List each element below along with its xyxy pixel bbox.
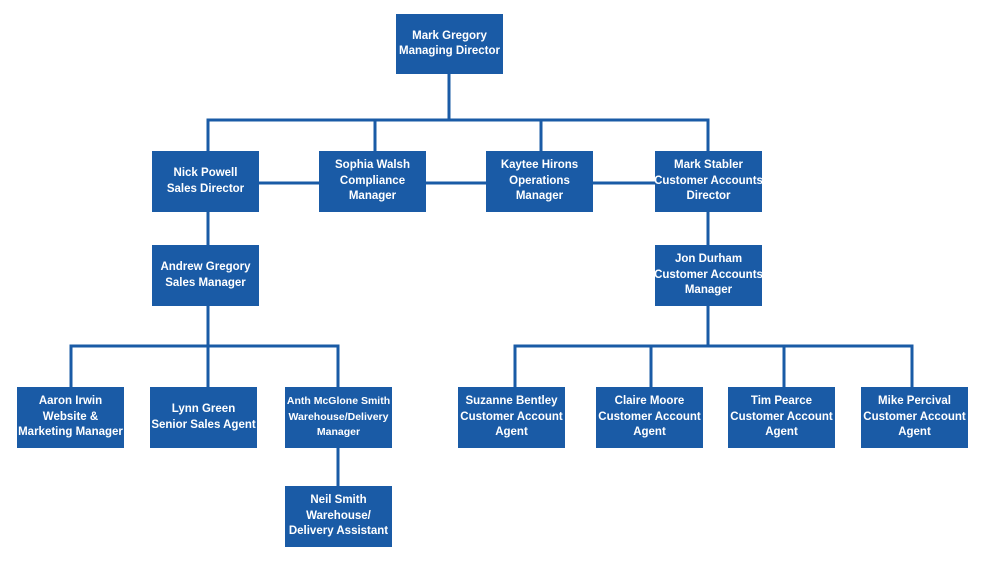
node-title: Operations [509,174,570,187]
node-name: Suzanne Bentley [465,395,558,408]
node-name: Lynn Green [171,403,236,415]
node-lynn-green[interactable]: Lynn Green Senior Sales Agent [150,387,257,448]
node-name: Tim Pearce [750,395,813,408]
node-title: Sales Manager [165,276,246,289]
node-anth-mcglone-smith[interactable]: Anth McGlone Smith Warehouse/Delivery Ma… [285,387,392,448]
node-name: Aaron Irwin [38,395,103,408]
node-name: Mark Stabler [673,159,744,172]
node-mark-stabler[interactable]: Mark Stabler Customer Accounts Director [654,151,763,212]
node-title: Warehouse/Delivery [288,410,389,423]
node-name: Claire Moore [614,395,685,408]
node-title: Customer Account [863,410,966,423]
node-title: Customer Accounts [654,268,763,281]
node-nick-powell[interactable]: Nick Powell Sales Director [152,151,259,212]
node-title: Agent [633,426,666,439]
node-title: Manager [316,426,361,439]
node-title: Agent [898,426,931,439]
node-name: Neil Smith [310,494,367,507]
node-name: Nick Powell [173,167,238,179]
node-title: Customer Account [598,410,701,423]
node-name: Kaytee Hirons [500,159,579,172]
node-claire-moore[interactable]: Claire Moore Customer Account Agent [596,387,703,448]
node-title: Warehouse/ [306,509,371,522]
node-neil-smith[interactable]: Neil Smith Warehouse/ Delivery Assistant [285,486,392,547]
node-kaytee-hirons[interactable]: Kaytee Hirons Operations Manager [486,151,593,212]
node-title: Customer Account [460,410,563,423]
node-andrew-gregory[interactable]: Andrew Gregory Sales Manager [152,245,259,306]
node-mark-gregory[interactable]: Mark Gregory Managing Director [396,14,503,74]
node-title: Marketing Manager [18,426,123,439]
node-name: Anth McGlone Smith [286,395,391,408]
node-title: Manager [515,190,564,203]
node-title: Manager [684,284,733,297]
node-title: Senior Sales Agent [151,418,256,431]
node-title: Managing Director [399,45,500,57]
node-title: Customer Account [730,410,833,423]
node-name: Jon Durham [674,253,743,266]
node-sophia-walsh[interactable]: Sophia Walsh Compliance Manager [319,151,426,212]
node-title: Director [686,190,731,203]
node-name: Andrew Gregory [160,261,251,273]
node-jon-durham[interactable]: Jon Durham Customer Accounts Manager [654,245,763,306]
node-title: Website & [42,410,99,423]
node-title: Customer Accounts [654,174,763,187]
node-aaron-irwin[interactable]: Aaron Irwin Website & Marketing Manager [17,387,124,448]
node-name: Mark Gregory [412,29,487,42]
node-title: Agent [765,426,798,439]
node-title: Manager [348,190,397,203]
node-title: Compliance [339,174,406,187]
node-name: Mike Percival [878,395,951,408]
node-mike-percival[interactable]: Mike Percival Customer Account Agent [861,387,968,448]
node-name: Sophia Walsh [335,159,410,172]
node-suzanne-bentley[interactable]: Suzanne Bentley Customer Account Agent [458,387,565,448]
node-title: Sales Director [166,182,245,195]
node-title: Delivery Assistant [288,525,389,538]
node-tim-pearce[interactable]: Tim Pearce Customer Account Agent [728,387,835,448]
node-title: Agent [495,426,528,439]
